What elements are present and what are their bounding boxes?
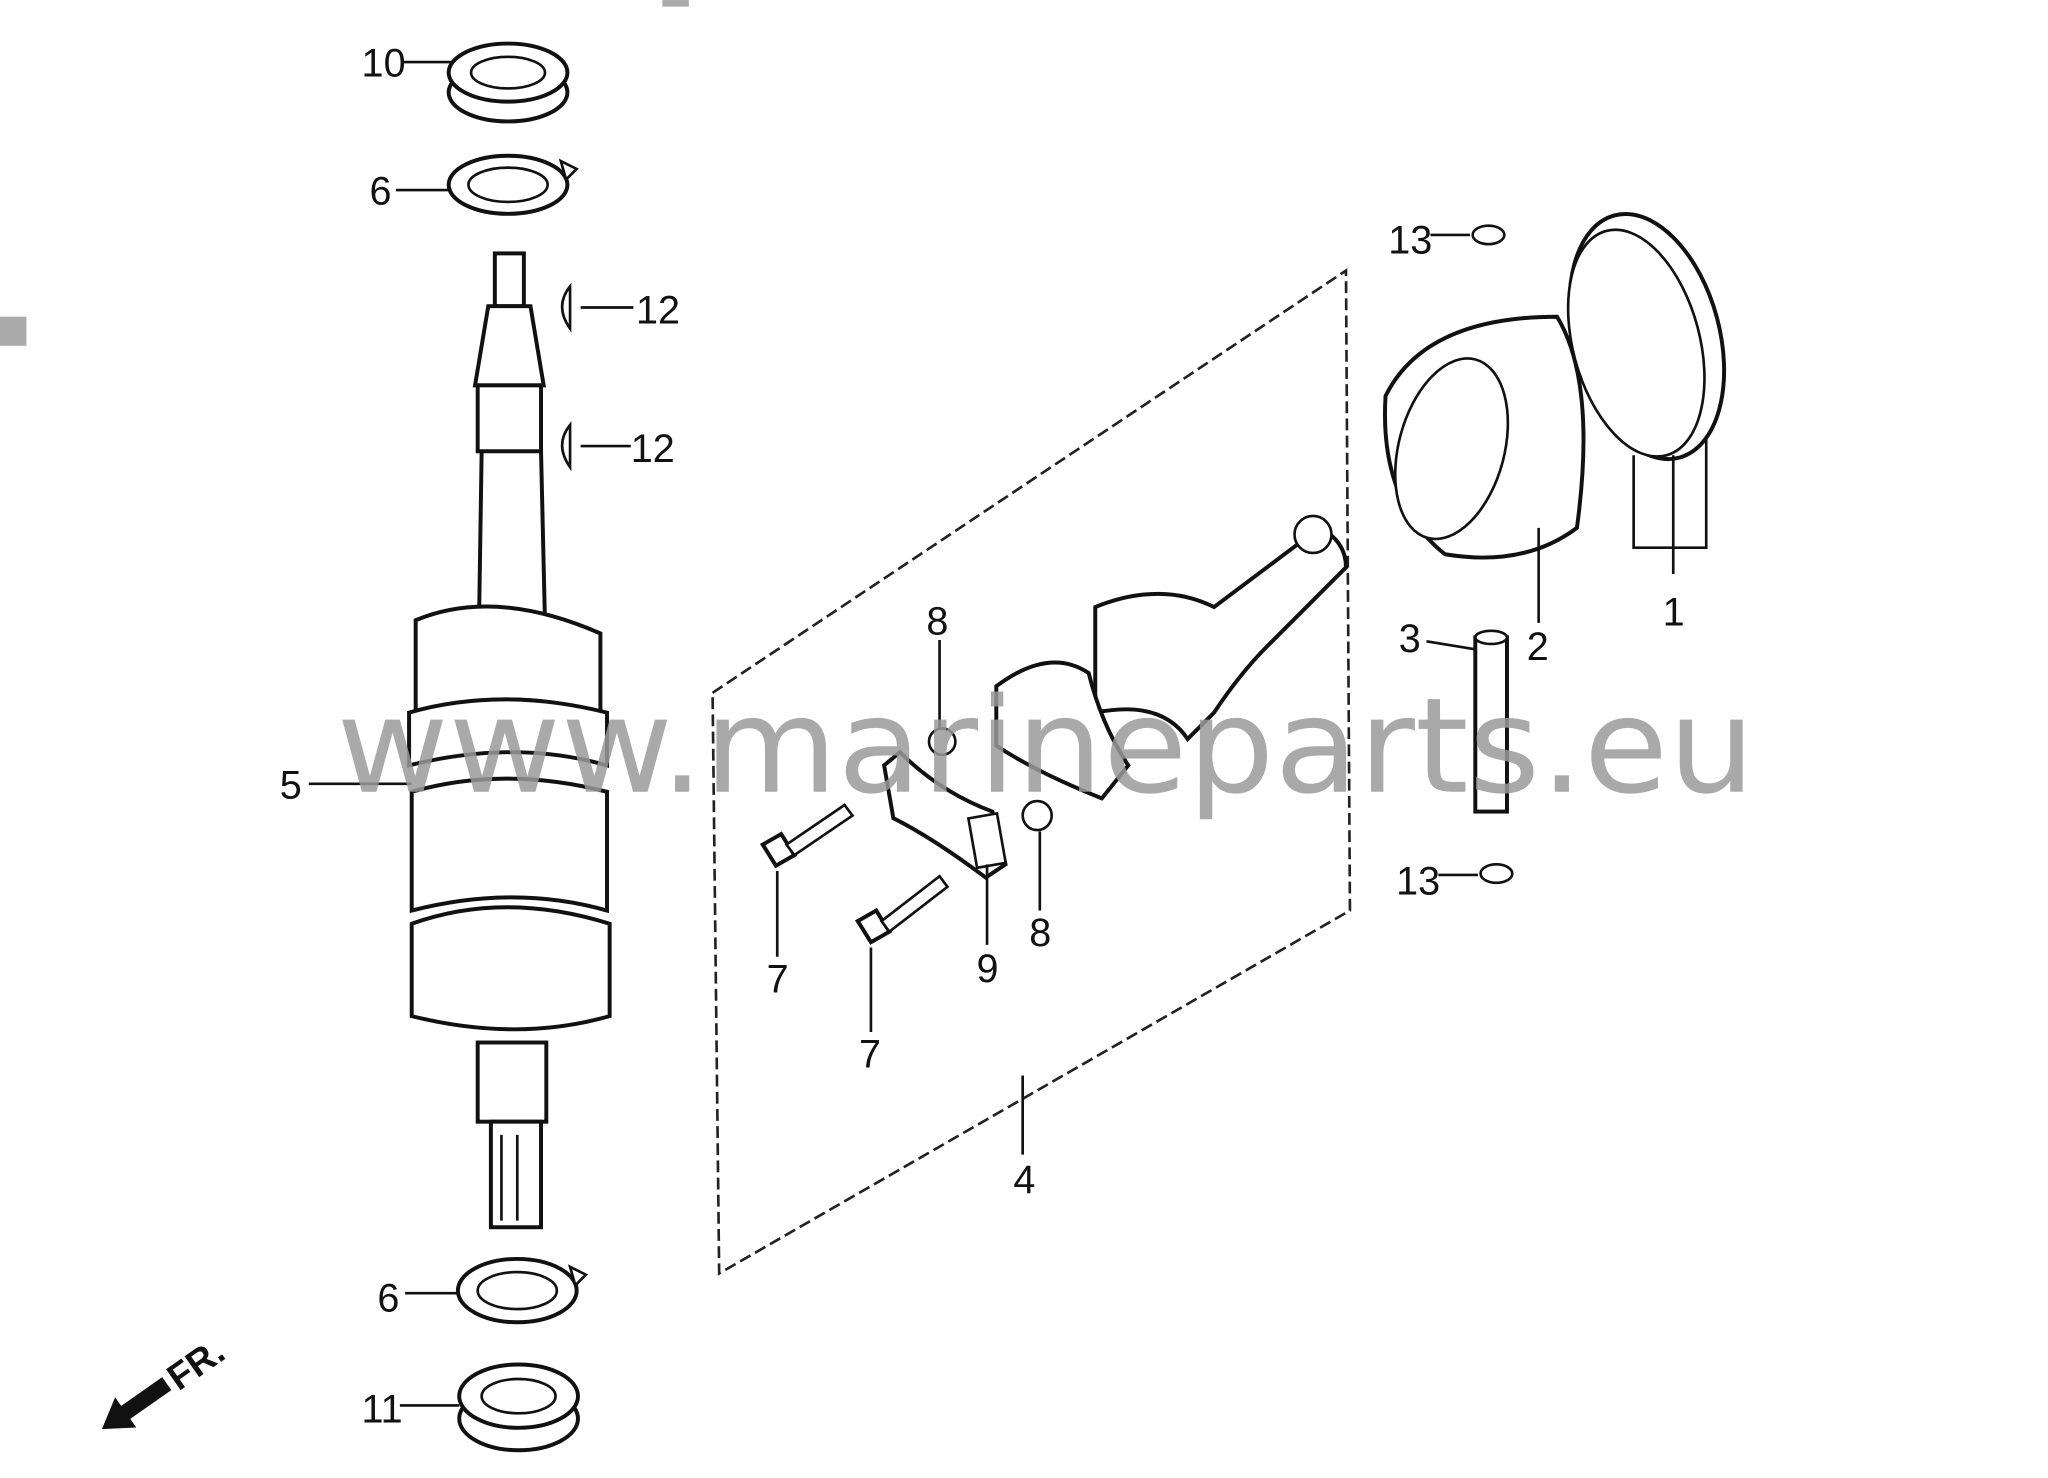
front-label: FR. [160,1330,232,1398]
callout-9: 9 [976,947,998,991]
callout-5: 5 [280,763,302,807]
thrust-washer-6-top [446,153,579,216]
circlip-13-upper [1471,224,1506,246]
oil-seal-11 [457,1362,580,1453]
callout-6-top: 6 [369,170,391,214]
piston-rings-bracket [1632,435,1708,575]
callout-7-upper: 7 [767,957,789,1001]
callout-3: 3 [1399,617,1421,661]
callout-7-lower: 7 [859,1033,881,1077]
callout-8-lower: 8 [1029,911,1051,955]
callout-13-lower: 13 [1396,860,1440,904]
callout-10: 10 [362,42,406,86]
bolt-7-lower [854,874,950,945]
woodruff-key-12-upper [560,282,572,333]
rod-cap [994,660,1131,801]
connecting-rod-assembly-boundary [711,268,1352,1276]
oil-seal-10 [446,41,570,124]
callout-13-upper: 13 [1388,218,1432,262]
connecting-rod [1093,514,1348,743]
washer-8-upper [927,727,957,757]
leader-lines [308,60,1540,1407]
bolt-7-upper [759,803,855,869]
callout-4: 4 [1013,1158,1035,1202]
front-direction-indicator: FR. [101,1330,232,1430]
crankshaft-5 [407,251,612,1230]
lock-plate-9 [966,811,1008,870]
thrust-washer-6-bottom [455,1256,589,1325]
piston-2 [1383,314,1586,560]
callout-6-bottom: 6 [377,1277,399,1321]
edge-mark [0,316,27,346]
callout-8-upper: 8 [926,600,948,644]
circlip-13-lower [1479,863,1514,885]
callout-2: 2 [1527,625,1549,669]
washer-8-lower [1021,799,1054,832]
callout-12-lower: 12 [631,427,675,471]
arrow-icon [101,1377,172,1430]
callout-1: 1 [1663,591,1685,635]
piston-rings-1 [1566,212,1727,462]
callout-11: 11 [362,1388,403,1432]
woodruff-key-12-lower [560,421,572,472]
piston-pin-3 [1473,629,1509,814]
callout-12-upper: 12 [636,288,680,332]
watermark: www.marineparts.eu [336,671,1755,824]
edge-mark [662,0,689,7]
